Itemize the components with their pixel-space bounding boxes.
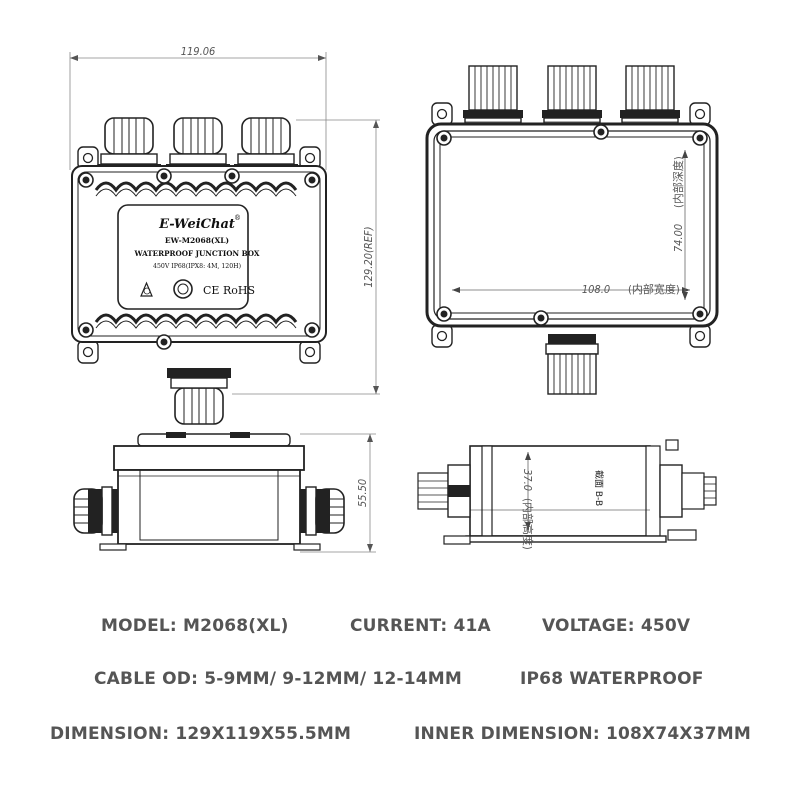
spec-waterproof: IP68 WATERPROOF <box>520 669 704 689</box>
section-label: 截面 B-B <box>593 470 605 506</box>
certification-round-icon <box>173 279 193 299</box>
inner-gland-right <box>619 65 681 129</box>
product-label <box>117 204 249 310</box>
spec-dimension: DIMENSION: 129X119X55.5MM <box>50 724 352 744</box>
svg-text:(内部宽度): (内部宽度) <box>628 282 680 296</box>
spec-model: MODEL: M2068(XL) <box>101 616 289 636</box>
technical-drawings: 119.06 129.20(REF) E-WeiC <box>69 45 719 553</box>
side-height-dimension: 55.50 <box>356 479 369 507</box>
label-cert-ce: CE <box>203 284 219 297</box>
spec-inner-dimension: INNER DIMENSION: 108X74X37MM <box>414 724 752 744</box>
svg-text:(内部深度): (内部深度) <box>671 156 685 208</box>
inner-gland-left <box>462 65 524 129</box>
label-brand-mark: ® <box>234 214 241 222</box>
front-width-dimension: 119.06 <box>181 45 216 58</box>
side-view: 55.50 <box>73 432 376 553</box>
label-cert-rohs: RoHS <box>223 284 255 297</box>
inner-depth-dimension: 74.00 <box>672 224 685 252</box>
spec-cable-od: CABLE OD: 5-9MM/ 9-12MM/ 12-14MM <box>94 669 463 689</box>
front-view: 119.06 129.20(REF) E-WeiC <box>69 45 380 425</box>
inner-top-view: 108.0 (内部宽度) 74.00 (内部深度) <box>425 65 719 395</box>
label-brand: E-WeiChat <box>158 217 235 232</box>
spec-current: CURRENT: 41A <box>350 616 491 636</box>
inner-gland-center <box>541 65 603 129</box>
svg-text:(内部高度): (内部高度) <box>521 498 535 550</box>
section-inner-height-dimension: 37.0 <box>521 469 534 491</box>
label-model: EW-M2068(XL) <box>165 236 229 245</box>
spec-voltage: VOLTAGE: 450V <box>542 616 691 636</box>
front-height-dimension: 129.20(REF) <box>362 226 375 287</box>
label-rating: 450V IP68(IPX8: 4M, 120H) <box>153 263 241 270</box>
section-view: 37.0 (内部高度) 截面 B-B <box>417 439 717 550</box>
label-title: WATERPROOF JUNCTION BOX <box>133 249 259 258</box>
inner-width-dimension: 108.0 <box>582 283 610 296</box>
